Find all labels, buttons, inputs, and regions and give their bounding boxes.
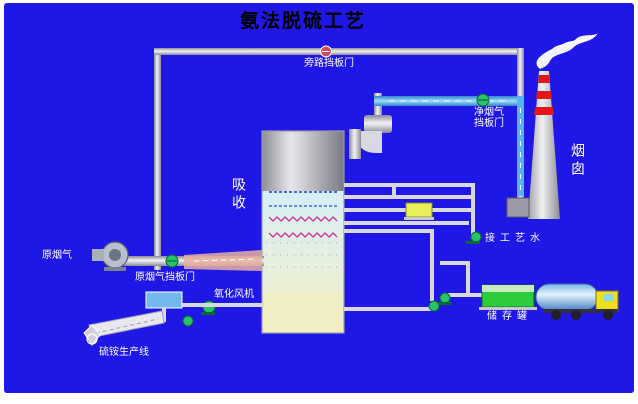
process-water-lines bbox=[344, 183, 484, 311]
clean-flue-damper-valve bbox=[476, 93, 490, 107]
storage-tank-label: 储存罐 bbox=[487, 311, 532, 322]
pump-icon bbox=[428, 300, 440, 312]
bypass-damper-label: 旁路挡板门 bbox=[304, 58, 354, 69]
raw-flue-damper-label: 原烟气挡板门 bbox=[135, 272, 195, 283]
ammonium-sulfate-line bbox=[83, 291, 264, 346]
truck-icon bbox=[535, 283, 619, 320]
process-water-label: 接工艺水 bbox=[485, 233, 545, 244]
oxidation-fan-label: 氧化风机 bbox=[214, 289, 254, 300]
storage-tank bbox=[479, 284, 537, 310]
ammonium-sulfate-line-label: 硫铵生产线 bbox=[99, 347, 149, 358]
raw-flue-gas-label: 原烟气 bbox=[42, 250, 72, 261]
bypass-damper-valve bbox=[320, 45, 332, 58]
fan-icon bbox=[92, 241, 129, 271]
absorber-tower bbox=[261, 130, 345, 334]
chimney bbox=[506, 71, 560, 219]
flow-diagram-canvas bbox=[83, 33, 619, 346]
clean-flue-damper-label: 净烟气挡板门 bbox=[474, 107, 504, 129]
process-diagram: 氨法脱硫工艺 旁路挡板门 净烟气挡板门 烟囱 吸收 原烟气 原烟气挡板门 氧化风… bbox=[4, 3, 634, 393]
pump-icon bbox=[466, 231, 482, 244]
diagram-title: 氨法脱硫工艺 bbox=[240, 10, 367, 32]
absorber-label: 吸收 bbox=[230, 177, 246, 213]
raw-flue-damper-valve bbox=[165, 254, 179, 268]
chimney-label: 烟囱 bbox=[569, 143, 585, 179]
pump-icon bbox=[437, 292, 451, 305]
raw-flue-duct bbox=[122, 250, 264, 271]
chimney-smoke-icon bbox=[536, 33, 598, 69]
